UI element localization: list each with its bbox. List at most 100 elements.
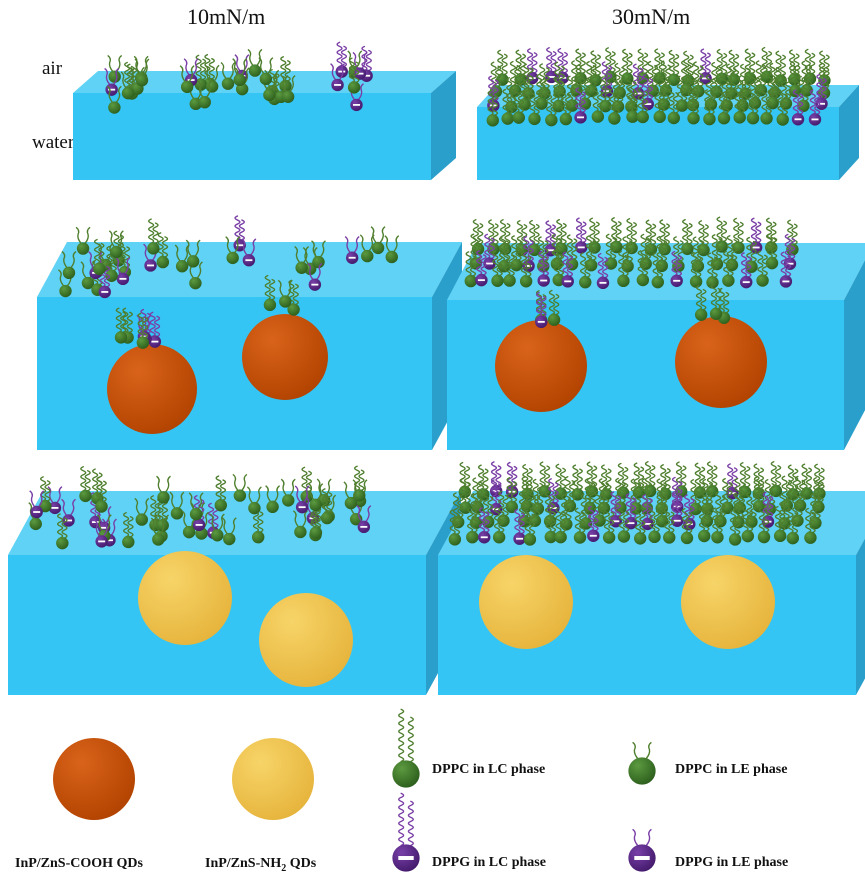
dppc-lc-molecule [554,507,567,544]
dppc-lc-molecule [733,87,746,124]
qd-cooh-3 [495,320,587,412]
dppg-lc-molecule [535,291,548,329]
dppc-le-molecule [134,58,150,87]
dppg-lc-molecule [575,217,588,254]
dppc-lc-molecule [448,509,462,546]
dppc-le-molecule [292,510,308,539]
dppc-le-molecule [294,245,310,274]
dppg-lc-molecule [670,250,683,287]
qd-nh2-4 [681,555,775,649]
dppg-le-molecule [628,828,656,872]
dppc-lc-molecule [501,88,514,125]
dppg-lc-molecule [671,490,684,527]
dppc-lc-molecule [56,513,69,550]
monolayer-2a [58,215,400,349]
dppg-lc-molecule [335,41,348,78]
dppc-lc-molecule [114,307,128,344]
dppg-le-icon [628,828,656,872]
dppc-lc-molecule [711,507,724,544]
dppg-lc-icon [392,792,420,872]
header-10mn: 10mN/m [187,4,266,29]
dppg-lc-molecule [791,89,805,126]
qd-nh2-icon [232,738,314,820]
dppc-lc-molecule [503,250,516,287]
legend-nh2-label: InP/ZnS-NH2 QDs [205,856,317,874]
dppc-lc-molecule [214,475,228,512]
dppc-lc-molecule [705,461,719,498]
dppc-lc-molecule [95,476,108,513]
qd-nh2-3 [479,555,573,649]
dppc-le-molecule [280,478,296,507]
dppc-le-molecule [156,475,171,504]
dppc-le-molecule [370,226,386,255]
dppc-lc-molecule [510,235,523,272]
dppc-le-molecule [188,492,204,521]
dppc-le-molecule [209,513,225,542]
dppc-lc-molecule [757,507,771,544]
dppc-le-molecule [179,65,195,94]
dppc-lc-molecule [786,464,800,501]
dppc-lc-molecule [658,219,671,256]
dppg-lc-molecule [587,505,600,542]
dppc-lc-molecule [803,48,817,85]
dppg-le-molecule [241,238,257,267]
dppc-le-molecule [75,226,91,255]
dppc-lc-molecule [263,274,277,312]
monolayer-3b [448,461,826,546]
dppc-le-molecule [311,240,326,269]
dppc-lc-molecule [608,88,621,125]
dppc-lc-molecule [491,250,504,287]
qd-cooh-4 [675,316,767,408]
dppc-lc-molecule [147,218,160,255]
dppc-le-molecule [277,279,293,308]
dppc-lc-molecule [760,88,773,125]
dppc-le-molecule [187,261,203,290]
dppc-le-molecule [265,485,281,514]
dppg-lc-molecule [537,250,550,287]
qd-nh2-1 [138,551,232,645]
dppc-lc-molecule [651,252,664,289]
dppc-lc-molecule [523,509,537,546]
dppc-lc-molecule [464,251,478,288]
dppc-le-molecule [61,251,77,280]
dppc-lc-molecule [697,220,710,257]
water-front-face [37,297,432,450]
dppc-le-molecule [120,71,136,100]
dppg-lc-molecule [779,251,793,288]
dppg-le-molecule [356,505,372,534]
dppc-le-molecule [204,64,220,93]
water-side-face [844,260,865,450]
dppc-lc-molecule [515,220,529,257]
dppc-le-molecule [185,239,201,268]
dppc-lc-molecule [667,88,680,125]
dppc-lc-molecule [353,465,366,502]
water-front-face [73,93,431,180]
legend-cooh-label: InP/ZnS-COOH QDs [15,856,143,871]
dppc-le-molecule [106,85,122,114]
dppc-lc-molecule [804,507,817,544]
dppc-lc-molecule [39,476,52,513]
dppg-le-molecule [294,485,310,514]
dppg-lc-molecule [574,87,587,124]
dppc-lc-molecule [79,466,92,503]
dppg-lc-molecule [392,792,420,872]
qd-cooh-icon [53,738,135,820]
header-30mn: 30mN/m [612,4,691,29]
dppc-lc-molecule [632,462,646,499]
dppc-lc-molecule [709,283,723,320]
water-label: water [32,132,75,153]
water-side-face [431,71,456,180]
dppg-lc-molecule [596,252,610,290]
dppg-lc-molecule [483,233,496,270]
dppc-lc-molecule [698,506,711,543]
dppc-lc-molecule [602,507,616,544]
dppc-lc-molecule [466,507,479,544]
dppc-lc-molecule [653,48,666,85]
dppg-lc-molecule [740,252,753,289]
dppc-lc-molecule [689,251,703,288]
dppc-lc-molecule [636,250,650,287]
dppc-le-molecule [169,491,185,520]
dppg-le-molecule [94,519,110,548]
dppg-le-molecule [307,262,323,291]
